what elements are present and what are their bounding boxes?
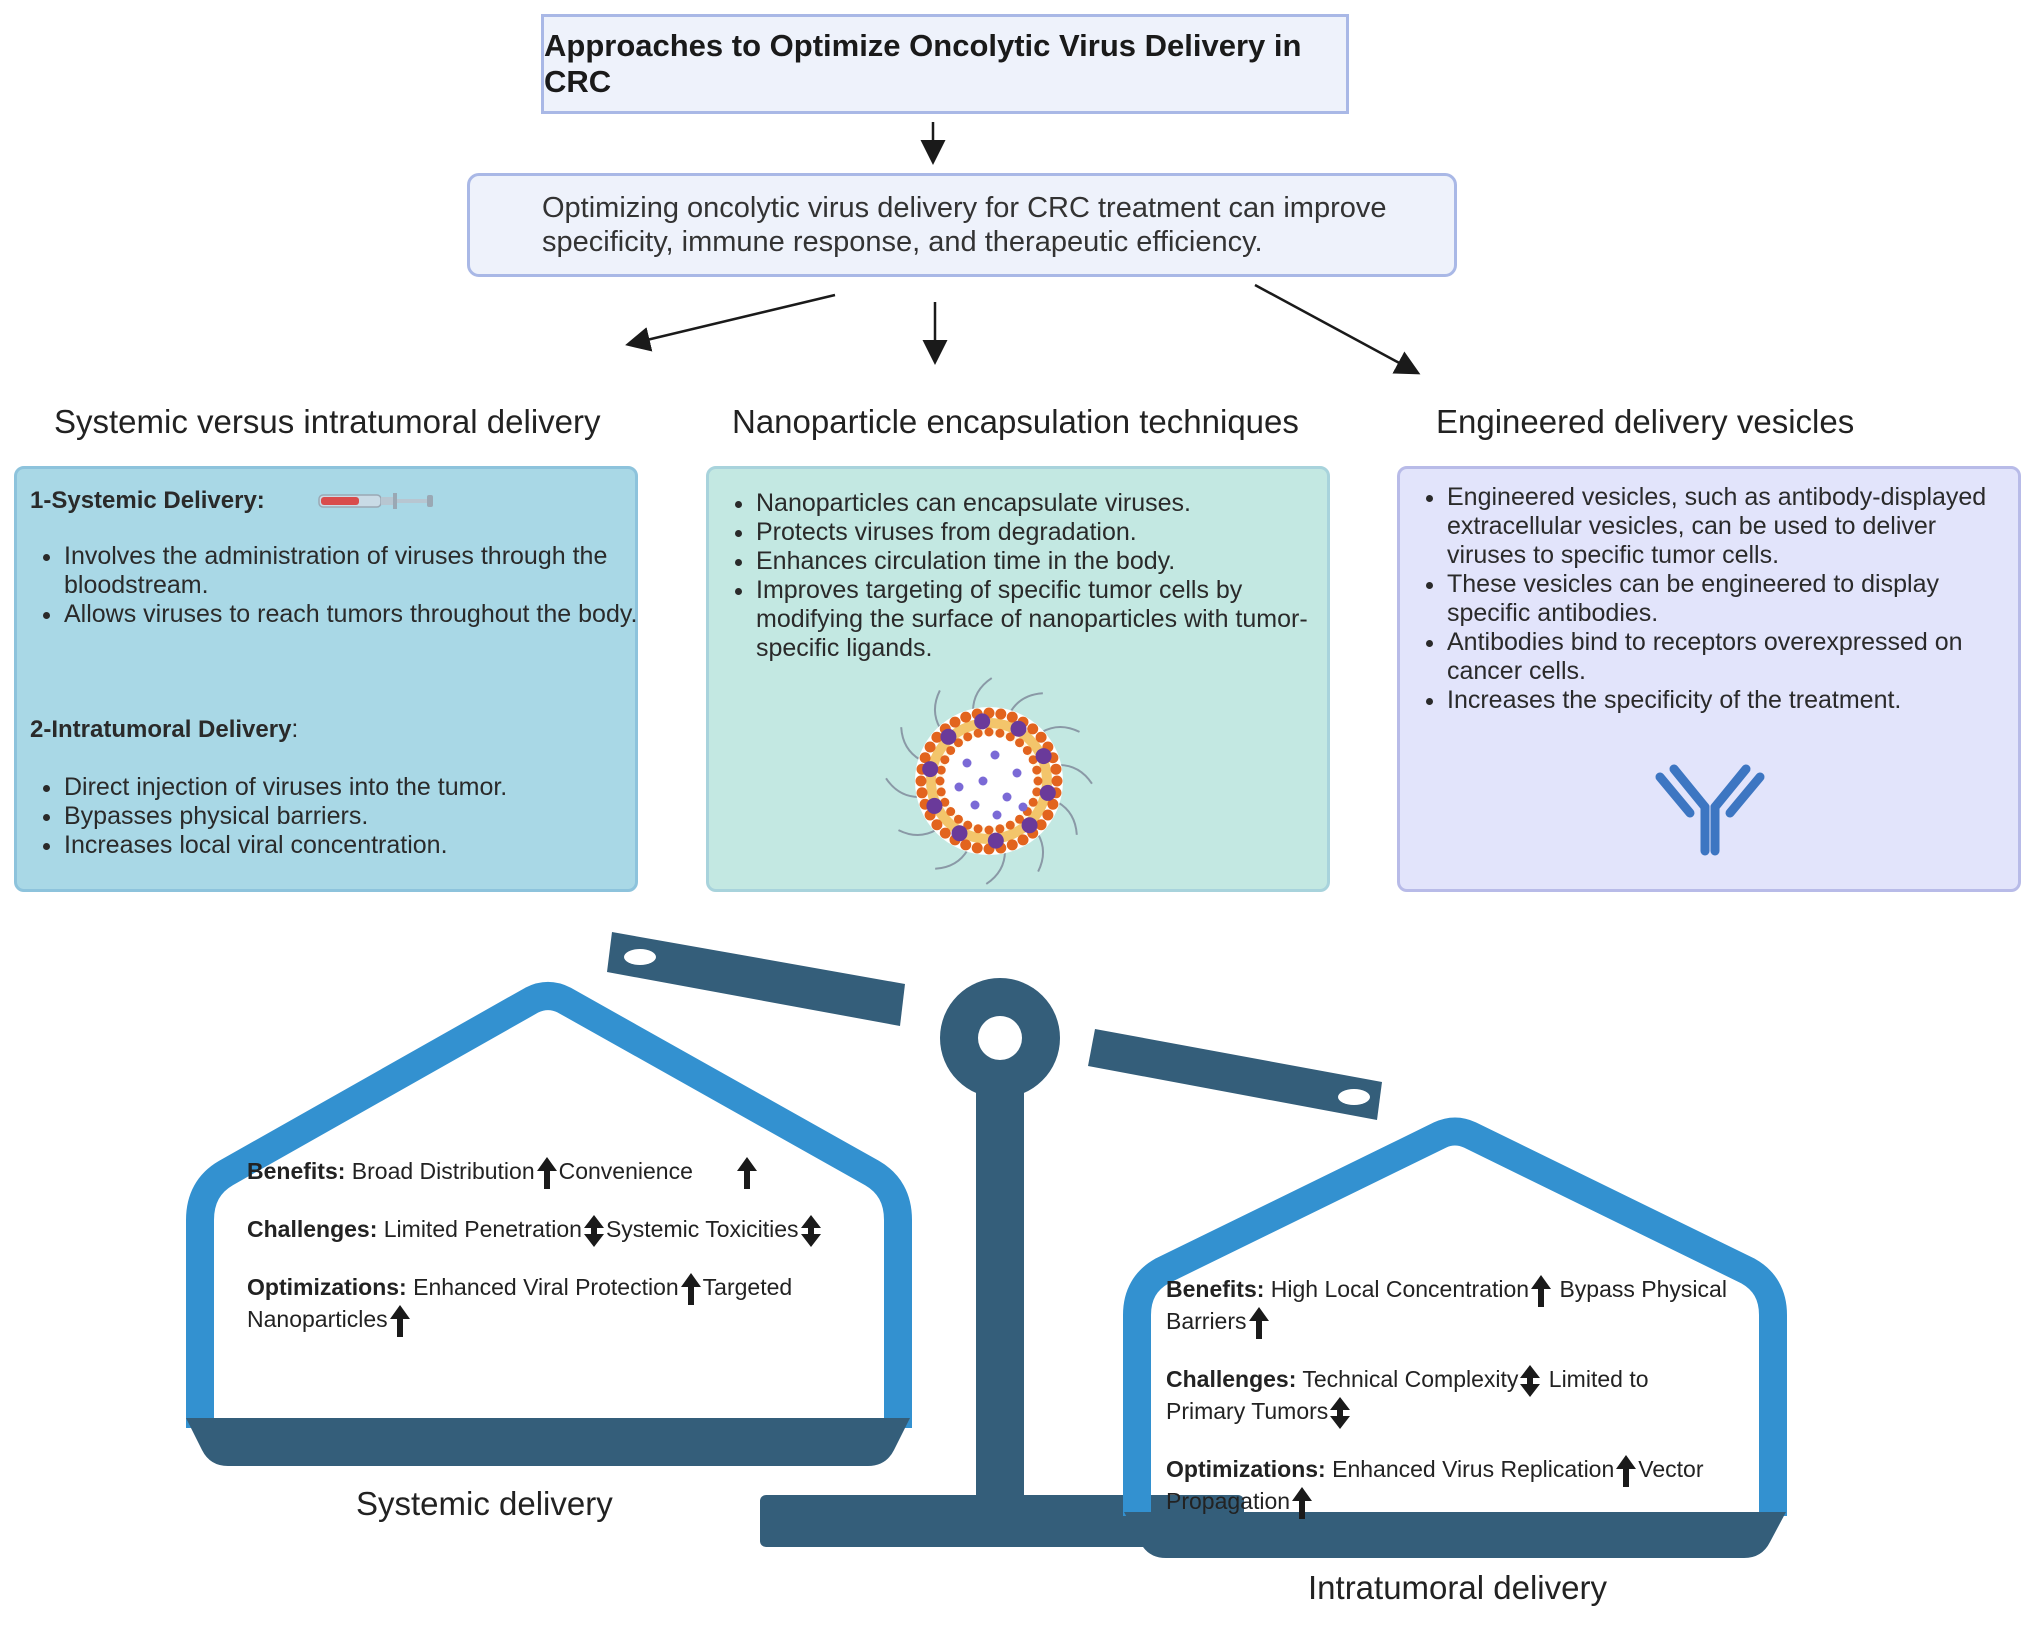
nanoparticle-icon <box>885 677 1093 885</box>
right-challenges: Challenges: Technical Complexity Limited… <box>1166 1365 1766 1429</box>
nanoparticle-list: Nanoparticles can encapsulate viruses. P… <box>709 489 1326 663</box>
balance-scale <box>186 932 1787 1558</box>
up-arrow-icon <box>389 1305 410 1337</box>
up-arrow-icon <box>680 1273 701 1305</box>
up-down-arrow-icon <box>800 1215 821 1247</box>
intratumoral-delivery-title: 2-Intratumoral Delivery: <box>30 715 299 743</box>
systemic-delivery-title: 1-Systemic Delivery: <box>30 487 265 514</box>
list-item: Increases the specificity of the treatme… <box>1447 686 2017 715</box>
list-item: Improves targeting of specific tumor cel… <box>756 576 1326 663</box>
list-item: Enhances circulation time in the body. <box>756 547 1326 576</box>
list-item: Increases local viral concentration. <box>64 831 644 860</box>
heading-vesicles: Engineered delivery vesicles <box>1436 403 1855 440</box>
up-down-arrow-icon <box>583 1215 604 1247</box>
systemic-delivery-list: Involves the administration of viruses t… <box>17 542 644 629</box>
left-pan-house <box>186 982 912 1428</box>
up-arrow-icon <box>736 1157 757 1189</box>
arrow-to-systemic <box>625 293 836 352</box>
card-systemic-intratumoral: 1-Systemic Delivery: Involves the admini… <box>14 466 638 892</box>
up-arrow-icon <box>1248 1307 1269 1339</box>
vesicles-list: Engineered vesicles, such as antibody-di… <box>1400 483 2017 715</box>
up-arrow-icon <box>536 1157 557 1189</box>
left-optimizations: Optimizations: Enhanced Viral Protection… <box>247 1273 887 1337</box>
up-down-arrow-icon <box>1520 1365 1541 1397</box>
right-pan-text: Benefits: High Local Concentration Bypas… <box>1166 1275 1766 1545</box>
right-pan-house <box>1123 1117 1787 1516</box>
card-vesicles: Engineered vesicles, such as antibody-di… <box>1397 466 2021 892</box>
arrow-to-vesicles <box>1254 283 1421 375</box>
flow-arrows <box>625 122 1421 375</box>
list-item: Involves the administration of viruses t… <box>64 542 644 600</box>
list-item: Nanoparticles can encapsulate viruses. <box>756 489 1326 518</box>
list-item: Allows viruses to reach tumors throughou… <box>64 600 644 629</box>
antibody-icon <box>1655 764 1765 856</box>
list-item: Engineered vesicles, such as antibody-di… <box>1447 483 2017 570</box>
syringe-icon <box>318 493 433 509</box>
left-pan-tray <box>186 1418 910 1466</box>
list-item: Antibodies bind to receptors overexpress… <box>1447 628 2017 686</box>
summary-box: Optimizing oncolytic virus delivery for … <box>467 173 1457 277</box>
summary-line-2: specificity, immune response, and therap… <box>542 226 1263 258</box>
card-nanoparticle: Nanoparticles can encapsulate viruses. P… <box>706 466 1330 892</box>
list-item: Protects viruses from degradation. <box>756 518 1326 547</box>
up-down-arrow-icon <box>1330 1397 1351 1429</box>
list-item: Direct injection of viruses into the tum… <box>64 773 644 802</box>
right-optimizations: Optimizations: Enhanced Virus Replicatio… <box>1166 1455 1766 1519</box>
scale-beam <box>607 932 1382 1120</box>
diagram-title: Approaches to Optimize Oncolytic Virus D… <box>544 28 1302 99</box>
left-pan-label: Systemic delivery <box>356 1485 613 1522</box>
summary-line-1: Optimizing oncolytic virus delivery for … <box>542 192 1387 224</box>
list-item: These vesicles can be engineered to disp… <box>1447 570 2017 628</box>
heading-systemic-vs-intratumoral: Systemic versus intratumoral delivery <box>54 403 601 440</box>
up-arrow-icon <box>1531 1275 1552 1307</box>
title-box: Approaches to Optimize Oncolytic Virus D… <box>541 14 1349 114</box>
scale-pole <box>976 1070 1024 1510</box>
right-pan-tray <box>1124 1512 1786 1558</box>
right-pan-label: Intratumoral delivery <box>1308 1569 1607 1606</box>
right-benefits: Benefits: High Local Concentration Bypas… <box>1166 1275 1766 1339</box>
up-arrow-icon <box>1616 1455 1637 1487</box>
list-item: Bypasses physical barriers. <box>64 802 644 831</box>
intratumoral-delivery-list: Direct injection of viruses into the tum… <box>17 773 644 860</box>
up-arrow-icon <box>1292 1487 1313 1519</box>
heading-nanoparticle: Nanoparticle encapsulation techniques <box>732 403 1299 440</box>
